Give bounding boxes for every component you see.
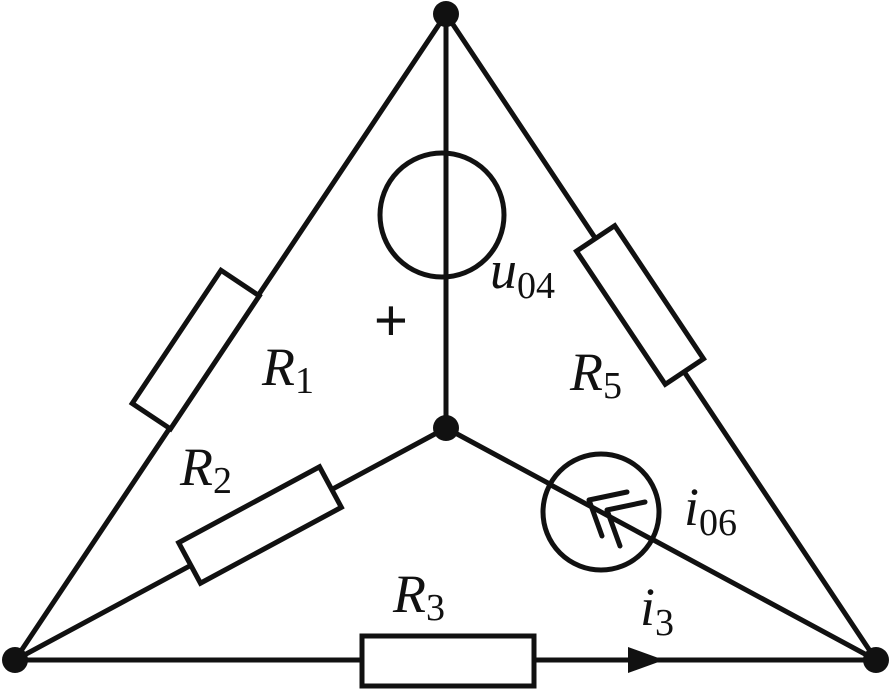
label-i06: i06: [684, 477, 737, 544]
label-u04: u04: [490, 240, 555, 307]
node-right: [863, 647, 889, 673]
wire-center-to-right: [443, 425, 879, 663]
current-arrow-i3-icon: [628, 647, 664, 673]
node-left: [2, 647, 28, 673]
node-top: [433, 1, 459, 27]
resistor-r5: [573, 222, 707, 388]
label-i3: i3: [640, 577, 674, 644]
resistor-r3: [359, 633, 537, 689]
voltage-source-u04: [377, 150, 507, 280]
resistor-r1: [128, 266, 263, 433]
current-source-arrow-icon-2: [604, 499, 648, 549]
label-r1: R1: [261, 337, 314, 402]
current-source-wire-through: [546, 481, 656, 543]
resistor-r2: [175, 463, 345, 587]
label-r5: R5: [569, 342, 622, 407]
label-r3: R3: [392, 564, 445, 629]
current-source-arrow-icon: [586, 489, 630, 539]
label-r2: R2: [179, 437, 232, 502]
node-center: [433, 415, 459, 441]
plus-sign: +: [374, 288, 408, 353]
